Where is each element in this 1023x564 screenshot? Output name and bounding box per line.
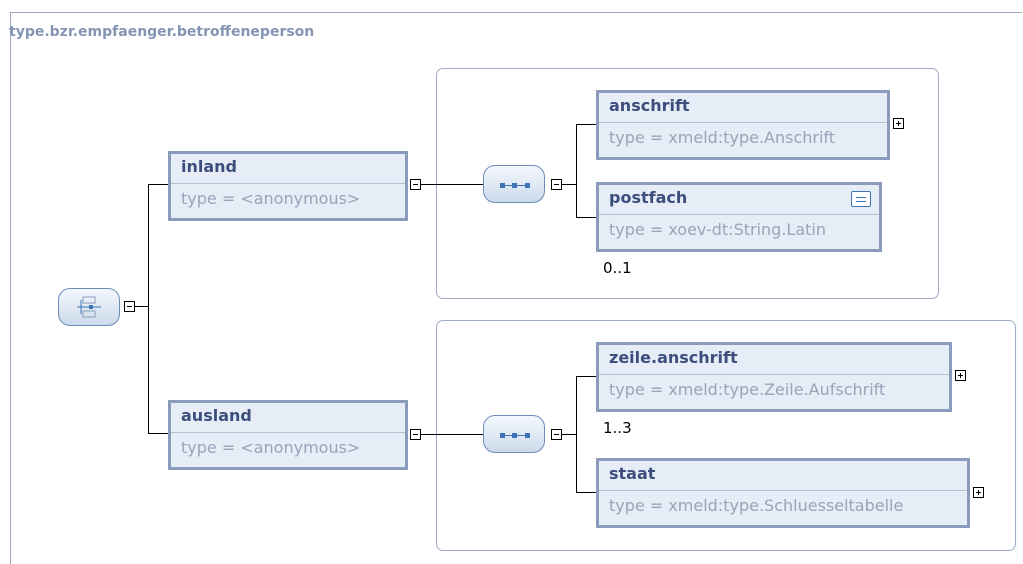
divider	[599, 122, 887, 123]
postfach-occurrence: 0..1	[603, 259, 632, 277]
divider	[599, 214, 879, 215]
element-inland[interactable]: inland type = <anonymous>	[168, 151, 408, 221]
diagram-title: type.bzr.empfaenger.betroffeneperson	[9, 24, 315, 40]
element-type: type = <anonymous>	[181, 189, 361, 208]
divider	[171, 183, 405, 184]
choice-compositor-icon[interactable]	[58, 288, 120, 326]
connector	[576, 217, 596, 218]
diagram-frame	[10, 12, 1022, 564]
connector	[576, 124, 596, 125]
element-ausland[interactable]: ausland type = <anonymous>	[168, 400, 408, 470]
connector	[576, 376, 596, 377]
connector	[135, 306, 148, 307]
divider	[171, 432, 405, 433]
connector	[148, 184, 168, 185]
choice-glyph	[77, 296, 101, 318]
element-name: inland	[181, 157, 237, 176]
element-zeile-anschrift[interactable]: zeile.anschrift type = xmeld:type.Zeile.…	[596, 342, 952, 412]
anschrift-expand-icon[interactable]	[893, 118, 904, 129]
element-anschrift[interactable]: anschrift type = xmeld:type.Anschrift	[596, 90, 890, 160]
element-name: postfach	[609, 188, 688, 207]
element-type: type = <anonymous>	[181, 438, 361, 457]
element-type: type = xoev-dt:String.Latin	[609, 220, 826, 239]
element-name: anschrift	[609, 96, 690, 115]
zeile-anschrift-expand-icon[interactable]	[955, 370, 966, 381]
sequence-collapse-icon[interactable]	[551, 429, 562, 440]
zeile-anschrift-occurrence: 1..3	[603, 419, 632, 437]
connector	[148, 433, 168, 434]
sequence-collapse-icon[interactable]	[551, 179, 562, 190]
connector	[148, 184, 149, 433]
ausland-collapse-icon[interactable]	[410, 429, 421, 440]
element-name: zeile.anschrift	[609, 348, 738, 367]
divider	[599, 374, 949, 375]
connector	[562, 434, 576, 435]
element-type: type = xmeld:type.Schluesseltabelle	[609, 496, 904, 515]
documentation-icon[interactable]	[851, 191, 871, 207]
element-postfach[interactable]: postfach type = xoev-dt:String.Latin	[596, 182, 882, 252]
connector	[562, 184, 576, 185]
sequence-compositor-icon[interactable]	[483, 415, 545, 453]
connector	[576, 124, 577, 217]
divider	[599, 490, 967, 491]
element-name: staat	[609, 464, 656, 483]
choice-collapse-icon[interactable]	[124, 301, 135, 312]
element-type: type = xmeld:type.Anschrift	[609, 128, 836, 147]
element-type: type = xmeld:type.Zeile.Aufschrift	[609, 380, 886, 399]
element-staat[interactable]: staat type = xmeld:type.Schluesseltabell…	[596, 458, 970, 528]
element-name: ausland	[181, 406, 252, 425]
connector	[421, 434, 483, 435]
staat-expand-icon[interactable]	[973, 487, 984, 498]
connector	[576, 376, 577, 492]
inland-collapse-icon[interactable]	[410, 179, 421, 190]
connector	[421, 184, 483, 185]
sequence-compositor-icon[interactable]	[483, 165, 545, 203]
connector	[576, 492, 596, 493]
